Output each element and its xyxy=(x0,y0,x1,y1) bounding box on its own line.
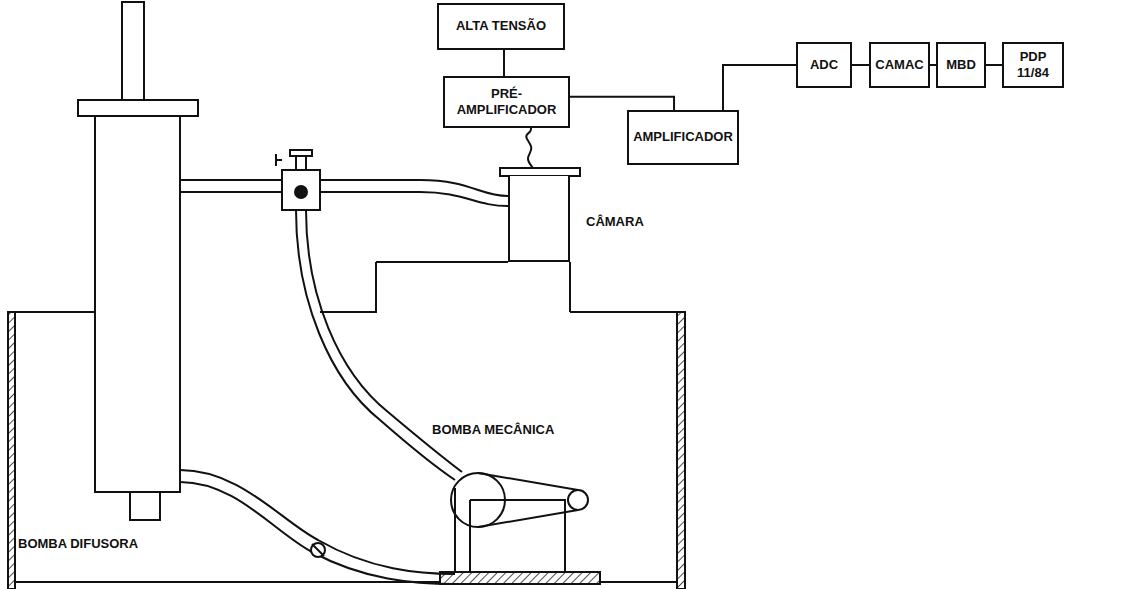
pipe-valve xyxy=(311,543,325,557)
signal-wire xyxy=(723,65,796,110)
pump-flange xyxy=(78,100,198,116)
valve-block xyxy=(282,170,320,210)
diffusion-pump-base xyxy=(130,492,160,520)
pump-frame xyxy=(455,488,565,572)
node-label: AMPLIFICADOR xyxy=(633,129,733,145)
amplifier-box: AMPLIFICADOR xyxy=(627,110,739,165)
pipe-valve xyxy=(312,544,324,556)
valve-knob xyxy=(276,150,312,170)
cabinet-outline xyxy=(376,262,570,312)
vacuum-pipe xyxy=(296,210,462,480)
node-label: CAMAC xyxy=(875,57,923,73)
diffusion-pump-body xyxy=(95,116,180,492)
valve-dot xyxy=(295,186,307,198)
signal-wire xyxy=(986,64,1002,66)
chamber-lid xyxy=(500,168,580,176)
power-supply-box: ALTA TENSÃO xyxy=(437,3,565,50)
node-label: CÂMARA xyxy=(586,214,644,230)
vacuum-pipe xyxy=(180,180,282,192)
signal-wire xyxy=(570,97,674,110)
computer-box: PDP 11/84 xyxy=(1002,42,1064,88)
camac-box: CAMAC xyxy=(869,42,930,88)
signal-wire xyxy=(852,64,869,66)
vacuum-pipe xyxy=(180,470,455,584)
adc-box: ADC xyxy=(796,42,852,88)
pump-label: BOMBA MECÂNICA xyxy=(430,422,556,437)
chamber-box: CÂMARA xyxy=(508,176,570,262)
signal-wire xyxy=(526,128,533,168)
node-label: ALTA TENSÃO xyxy=(456,18,546,34)
node-label: MBD xyxy=(946,57,976,73)
preamp-box: PRÉ- AMPLIFICADOR xyxy=(443,76,570,128)
cabinet-wall xyxy=(8,312,15,589)
pump-label: BOMBA DIFUSORA xyxy=(16,536,140,551)
vacuum-pipe xyxy=(320,180,508,206)
pump-pulley xyxy=(568,490,588,510)
signal-wire xyxy=(503,50,505,76)
cabinet-wall xyxy=(677,312,685,589)
mbd-box: MBD xyxy=(936,42,986,88)
node-label: PRÉ- AMPLIFICADOR xyxy=(445,86,568,119)
node-label: PDP 11/84 xyxy=(1004,49,1062,82)
pump-pipe xyxy=(122,2,144,100)
pump-base xyxy=(440,572,600,584)
node-label: ADC xyxy=(810,57,838,73)
